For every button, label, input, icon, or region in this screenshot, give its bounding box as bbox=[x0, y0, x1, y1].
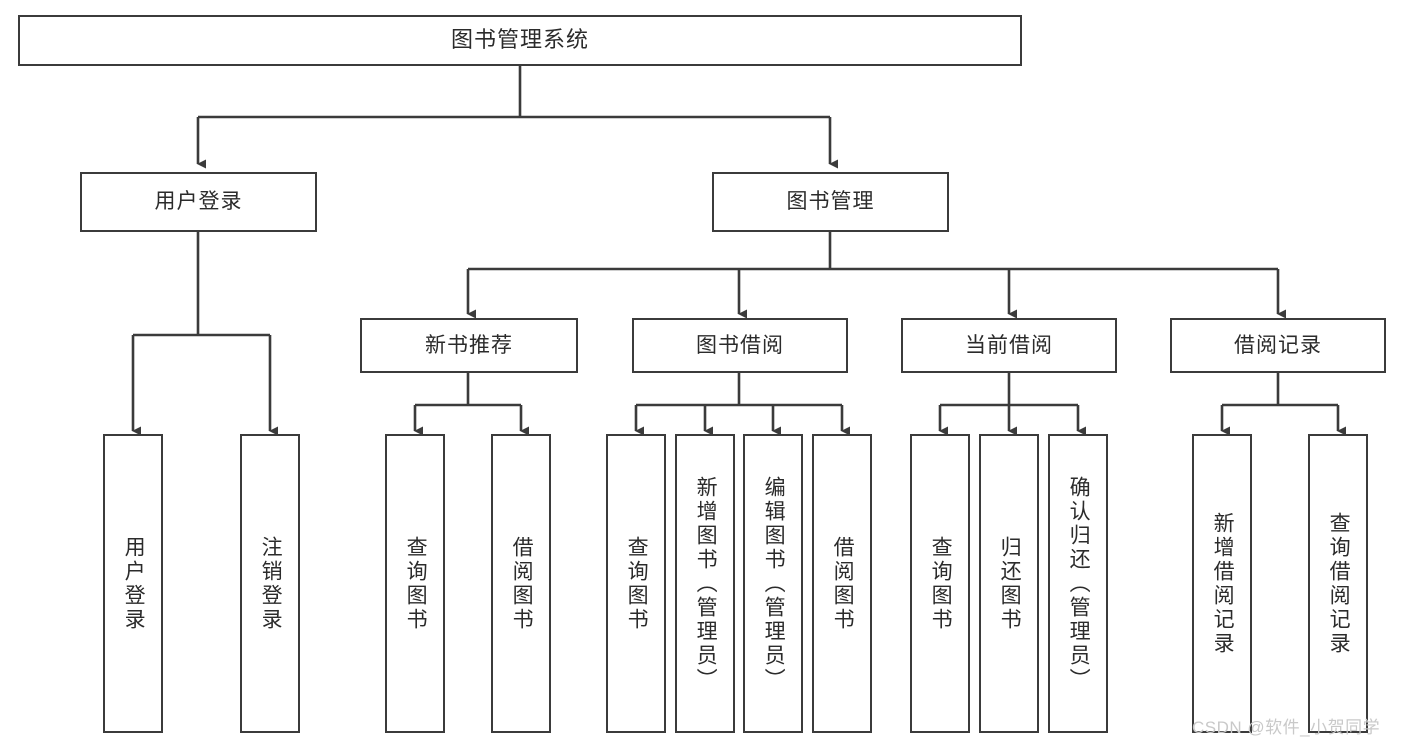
node-label: 确认归还（管理员） bbox=[1067, 475, 1091, 692]
node-label: 借阅图书 bbox=[831, 535, 855, 632]
node-leaf-logout-login[interactable]: 注销登录 bbox=[240, 434, 300, 733]
node-label: 用户登录 bbox=[154, 190, 243, 214]
node-label: 查询借阅记录 bbox=[1327, 511, 1351, 656]
node-label: 新增图书（管理员） bbox=[694, 475, 718, 692]
node-leaf-edit-book[interactable]: 编辑图书（管理员） bbox=[743, 434, 803, 733]
node-leaf-confirm-return[interactable]: 确认归还（管理员） bbox=[1048, 434, 1108, 733]
node-book-management[interactable]: 图书管理 bbox=[712, 172, 949, 232]
node-label: 查询图书 bbox=[929, 535, 953, 632]
node-label: 图书管理系统 bbox=[450, 27, 589, 53]
node-label: 新增借阅记录 bbox=[1211, 511, 1235, 656]
node-leaf-query-book-current[interactable]: 查询图书 bbox=[910, 434, 970, 733]
node-label: 归还图书 bbox=[998, 535, 1022, 632]
node-book-borrow[interactable]: 图书借阅 bbox=[632, 318, 848, 373]
node-label: 用户登录 bbox=[122, 535, 146, 632]
csdn-watermark: CSDN @软件_小贺同学 bbox=[1192, 718, 1381, 737]
node-leaf-user-login[interactable]: 用户登录 bbox=[103, 434, 163, 733]
node-leaf-borrow-book[interactable]: 借阅图书 bbox=[812, 434, 872, 733]
node-user-login[interactable]: 用户登录 bbox=[80, 172, 317, 232]
node-leaf-query-borrow-record[interactable]: 查询借阅记录 bbox=[1308, 434, 1368, 733]
node-label: 借阅图书 bbox=[510, 535, 534, 632]
node-leaf-borrow-book-recommend[interactable]: 借阅图书 bbox=[491, 434, 551, 733]
node-new-book-recommend[interactable]: 新书推荐 bbox=[360, 318, 578, 373]
node-current-borrow[interactable]: 当前借阅 bbox=[901, 318, 1117, 373]
node-label: 查询图书 bbox=[404, 535, 428, 632]
node-root-book-management-system[interactable]: 图书管理系统 bbox=[18, 15, 1022, 66]
node-label: 编辑图书（管理员） bbox=[762, 475, 786, 692]
node-leaf-return-book[interactable]: 归还图书 bbox=[979, 434, 1039, 733]
node-label: 图书管理 bbox=[786, 190, 875, 214]
node-leaf-add-borrow-record[interactable]: 新增借阅记录 bbox=[1192, 434, 1252, 733]
node-leaf-query-book-recommend[interactable]: 查询图书 bbox=[385, 434, 445, 733]
node-borrow-record[interactable]: 借阅记录 bbox=[1170, 318, 1386, 373]
node-leaf-query-book-borrow[interactable]: 查询图书 bbox=[606, 434, 666, 733]
node-leaf-add-book[interactable]: 新增图书（管理员） bbox=[675, 434, 735, 733]
node-label: 借阅记录 bbox=[1234, 333, 1322, 357]
node-label: 注销登录 bbox=[259, 535, 283, 632]
node-label: 当前借阅 bbox=[965, 333, 1053, 357]
node-label: 查询图书 bbox=[625, 535, 649, 632]
node-label: 新书推荐 bbox=[425, 333, 513, 357]
node-label: 图书借阅 bbox=[696, 333, 784, 357]
